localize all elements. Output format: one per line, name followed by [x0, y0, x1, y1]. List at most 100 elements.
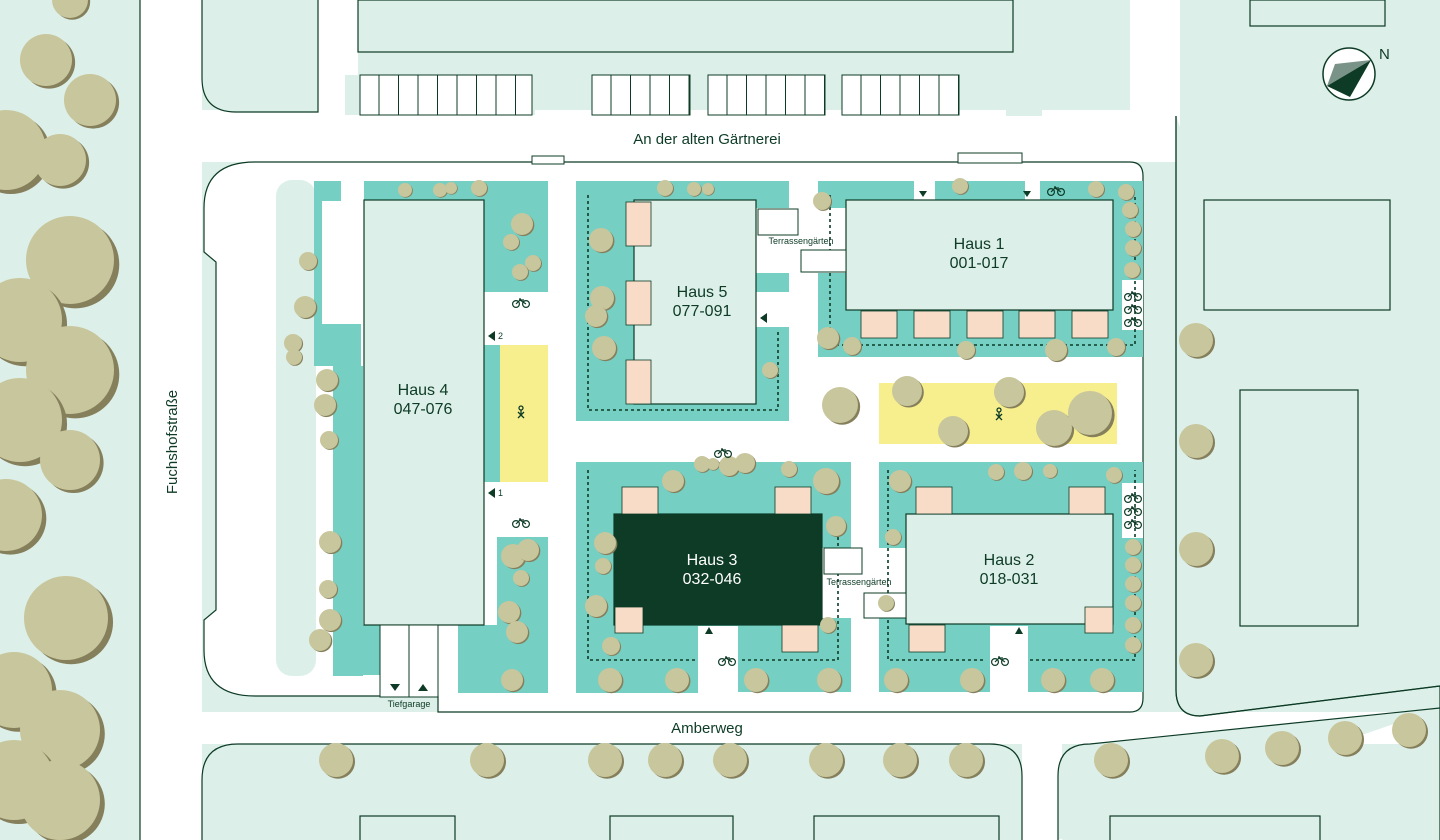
tree — [64, 74, 116, 126]
building-haus1[interactable] — [845, 199, 1114, 311]
tree — [1125, 595, 1141, 611]
bicycle-icon — [1123, 506, 1142, 517]
tree — [319, 743, 353, 777]
tree — [822, 387, 858, 423]
terraces — [614, 201, 1114, 653]
tree — [694, 456, 710, 472]
entrance-arrow-icon — [488, 331, 495, 341]
tree — [594, 532, 616, 554]
tree — [585, 305, 607, 327]
tree — [445, 182, 457, 194]
tree — [1088, 181, 1104, 197]
tree — [319, 531, 341, 553]
tree — [512, 264, 528, 280]
tree — [590, 286, 614, 310]
building-haus4[interactable] — [363, 199, 485, 626]
garage-in-arrow-icon — [390, 684, 400, 691]
tree — [503, 234, 519, 250]
tree — [26, 216, 114, 304]
tree — [1043, 464, 1057, 478]
east-building-2 — [1239, 389, 1359, 627]
tree — [52, 0, 88, 18]
tree — [598, 668, 622, 692]
haus2-units: 018-031 — [980, 571, 1039, 588]
tree — [719, 456, 739, 476]
tree — [994, 377, 1024, 407]
tree — [24, 576, 108, 660]
tree — [294, 296, 316, 318]
terrace-connectors — [757, 208, 907, 619]
tree — [735, 453, 755, 473]
tree — [960, 668, 984, 692]
playground-icon — [517, 405, 1003, 421]
bicycle-icon — [1123, 317, 1142, 328]
tree — [648, 743, 682, 777]
bicycle-icon — [1123, 493, 1142, 504]
tree — [433, 183, 447, 197]
tree — [1392, 713, 1426, 747]
street-name-west: Fuchshofstraße — [164, 390, 181, 494]
tree — [595, 558, 611, 574]
tree — [884, 668, 908, 692]
tree — [20, 760, 100, 840]
tree — [511, 213, 533, 235]
haus3-name: Haus 3 — [687, 552, 738, 569]
tree — [957, 341, 975, 359]
tree — [781, 461, 797, 477]
tree — [1179, 643, 1213, 677]
haus5-name: Haus 5 — [677, 284, 728, 301]
tree — [938, 416, 968, 446]
tree — [702, 183, 714, 195]
building-haus3[interactable] — [613, 513, 823, 626]
tree — [471, 180, 487, 196]
tree — [1179, 424, 1213, 458]
street-name-north: An der alten Gärtnerei — [633, 131, 781, 148]
tree — [885, 529, 901, 545]
haus4-units: 047-076 — [394, 401, 453, 418]
tree — [826, 516, 846, 536]
entrance-arrow-icon — [1023, 191, 1031, 197]
tree — [592, 336, 616, 360]
parking-stall-lines — [378, 75, 959, 115]
playground-west — [500, 345, 548, 482]
tree — [40, 430, 100, 490]
tree — [1118, 184, 1134, 200]
tree — [299, 252, 317, 270]
tree — [988, 464, 1004, 480]
building-haus5[interactable] — [633, 199, 757, 405]
tree — [1125, 240, 1141, 256]
tree — [316, 369, 338, 391]
tree — [284, 334, 302, 352]
haus2-name: Haus 2 — [984, 552, 1035, 569]
tree — [517, 539, 539, 561]
compass-north-label: N — [1379, 46, 1390, 63]
tree — [0, 110, 46, 190]
tree — [1122, 202, 1138, 218]
tree — [319, 609, 341, 631]
tree — [1124, 262, 1140, 278]
street-network — [140, 0, 1440, 840]
east-building-1 — [1203, 199, 1391, 311]
tree — [707, 458, 719, 470]
tree — [883, 743, 917, 777]
tree — [813, 468, 839, 494]
building-haus2[interactable] — [905, 513, 1114, 625]
entrance-arrows — [488, 191, 1031, 634]
tree — [1090, 668, 1114, 692]
tree — [1125, 576, 1141, 592]
entrance-arrow-icon — [1015, 627, 1023, 634]
tree — [588, 743, 622, 777]
tree — [762, 362, 778, 378]
haus1-name: Haus 1 — [954, 236, 1005, 253]
bicycle-icon — [1123, 519, 1142, 529]
tree — [525, 255, 541, 271]
tree — [657, 180, 673, 196]
bicycle-icon — [990, 656, 1009, 666]
bicycle-icon — [713, 448, 732, 459]
tree — [1107, 338, 1125, 356]
tree — [1068, 391, 1112, 435]
bicycle-icon — [717, 656, 736, 666]
haus5-units: 077-091 — [673, 303, 732, 320]
